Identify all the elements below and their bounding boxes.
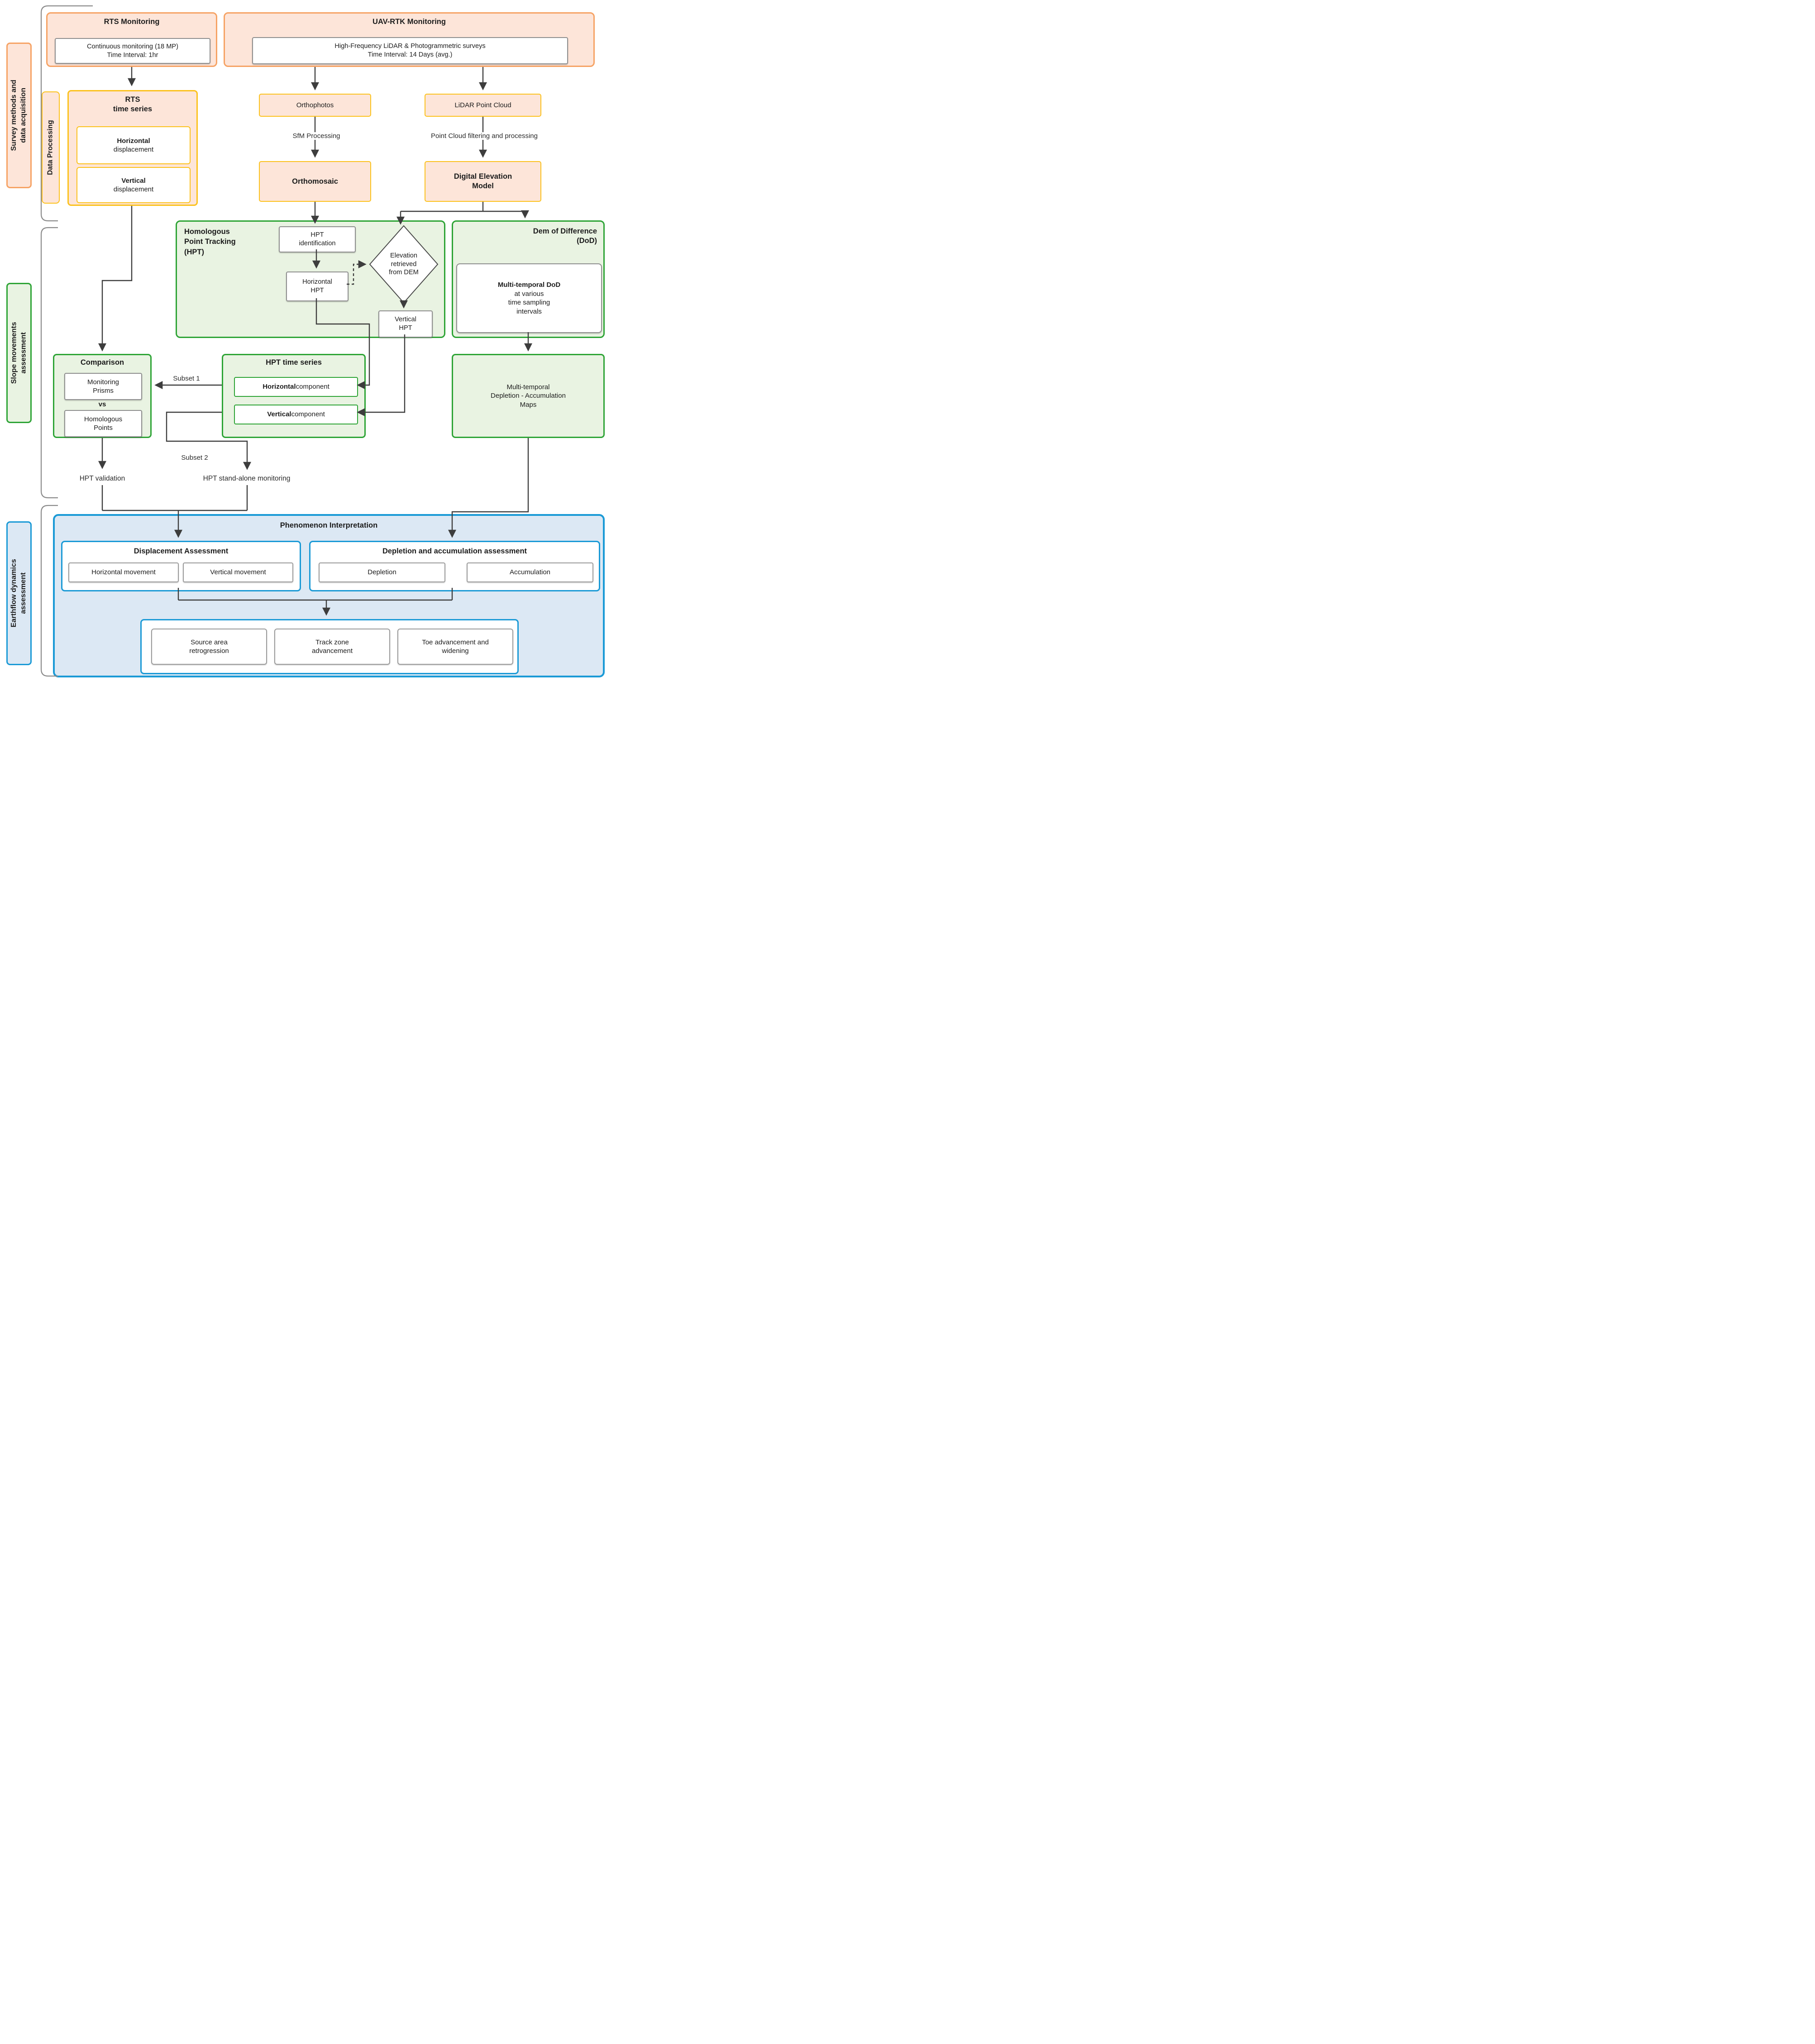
hpt-title: Homologous Point Tracking (HPT) bbox=[184, 228, 236, 256]
section-label-data-processing-text: Data Processing bbox=[46, 120, 54, 175]
multi-temporal-dod-box: Multi-temporal DoD at various time sampl… bbox=[456, 263, 602, 333]
monitoring-prisms-box: Monitoring Prisms bbox=[64, 373, 142, 400]
earthflow-outcomes-box: Source area retrogression Track zone adv… bbox=[140, 619, 519, 674]
hpt-time-series-box: HPT time series Horizontal component Ver… bbox=[222, 354, 366, 438]
accumulation-box: Accumulation bbox=[467, 562, 593, 582]
rts-vertical-displacement-box: Vertical displacement bbox=[76, 167, 191, 203]
orthomosaic-box: Orthomosaic bbox=[259, 161, 371, 202]
hpt-validation-label: HPT validation bbox=[79, 475, 125, 482]
flowchart-canvas: Survey methods and data acquisition Data… bbox=[0, 0, 605, 681]
digital-elevation-model-box: Digital Elevation Model bbox=[425, 161, 541, 202]
uav-rtk-monitoring-box: UAV-RTK Monitoring High-Frequency LiDAR … bbox=[224, 12, 595, 67]
lidar-point-cloud-box: LiDAR Point Cloud bbox=[425, 94, 541, 117]
hpt-identification-box: HPT identification bbox=[279, 226, 356, 253]
vs-label: vs bbox=[98, 400, 106, 408]
hpt-time-series-title: HPT time series bbox=[266, 358, 322, 367]
dod-title: Dem of Difference (DoD) bbox=[533, 227, 597, 245]
vertical-movement-box: Vertical movement bbox=[183, 562, 293, 582]
source-area-retrogression-box: Source area retrogression bbox=[151, 629, 267, 665]
section-label-slope-movements: Slope movements assessment bbox=[6, 283, 32, 423]
rts-monitoring-detail: Continuous monitoring (18 MP) Time Inter… bbox=[55, 38, 210, 64]
subset2-label: Subset 2 bbox=[181, 454, 208, 462]
depletion-accumulation-maps-box: Multi-temporal Depletion - Accumulation … bbox=[452, 354, 605, 438]
subset1-label: Subset 1 bbox=[173, 375, 200, 382]
section-label-survey-methods-text: Survey methods and data acquisition bbox=[10, 80, 27, 151]
arrow-timeseries-to-comparison bbox=[98, 206, 133, 352]
section-label-data-processing: Data Processing bbox=[42, 91, 60, 204]
rts-horizontal-displacement-box: Horizontal displacement bbox=[76, 126, 191, 164]
depletion-accumulation-assessment-box: Depletion and accumulation assessment De… bbox=[309, 541, 600, 591]
track-zone-advancement-box: Track zone advancement bbox=[274, 629, 390, 665]
horizontal-component-box: Horizontal component bbox=[234, 377, 358, 397]
depletion-accumulation-assessment-title: Depletion and accumulation assessment bbox=[382, 547, 527, 555]
horizontal-hpt-box: Horizontal HPT bbox=[286, 272, 349, 301]
dem-of-difference-box: Dem of Difference (DoD) Multi-temporal D… bbox=[452, 220, 605, 338]
uav-rtk-monitoring-detail: High-Frequency LiDAR & Photogrammetric s… bbox=[252, 37, 568, 64]
horizontal-movement-box: Horizontal movement bbox=[68, 562, 179, 582]
elevation-retrieved-diamond-label: Elevation retrieved from DEM bbox=[389, 252, 419, 276]
rts-time-series-box: RTS time series Horizontal displacement … bbox=[67, 90, 198, 206]
homologous-points-box: Homologous Points bbox=[64, 410, 142, 437]
depletion-box: Depletion bbox=[319, 562, 445, 582]
section-label-earthflow-dynamics-text: Earthflow dynamics assessment bbox=[10, 559, 27, 628]
comparison-box: Comparison Monitoring Prisms vs Homologo… bbox=[53, 354, 152, 438]
rts-time-series-title: RTS time series bbox=[113, 95, 153, 113]
vertical-component-box: Vertical component bbox=[234, 405, 358, 424]
sfm-processing-label: SfM Processing bbox=[282, 132, 351, 140]
comparison-title: Comparison bbox=[80, 358, 124, 367]
rts-monitoring-box: RTS Monitoring Continuous monitoring (18… bbox=[46, 12, 217, 67]
section-label-slope-movements-text: Slope movements assessment bbox=[10, 322, 27, 384]
displacement-assessment-title: Displacement Assessment bbox=[134, 547, 229, 555]
vertical-hpt-box: Vertical HPT bbox=[378, 310, 433, 338]
uav-rtk-monitoring-title: UAV-RTK Monitoring bbox=[373, 18, 446, 26]
rts-monitoring-title: RTS Monitoring bbox=[104, 18, 160, 26]
section-label-survey-methods: Survey methods and data acquisition bbox=[6, 43, 32, 188]
toe-advancement-widening-box: Toe advancement and widening bbox=[397, 629, 513, 665]
hpt-standalone-label: HPT stand-alone monitoring bbox=[203, 475, 291, 482]
point-cloud-filtering-label: Point Cloud filtering and processing bbox=[420, 132, 549, 140]
phenomenon-interpretation-title: Phenomenon Interpretation bbox=[280, 521, 378, 529]
orthophotos-box: Orthophotos bbox=[259, 94, 371, 117]
displacement-assessment-box: Displacement Assessment Horizontal movem… bbox=[61, 541, 301, 591]
section-label-earthflow-dynamics: Earthflow dynamics assessment bbox=[6, 521, 32, 665]
phenomenon-interpretation-box: Phenomenon Interpretation Displacement A… bbox=[53, 514, 605, 677]
